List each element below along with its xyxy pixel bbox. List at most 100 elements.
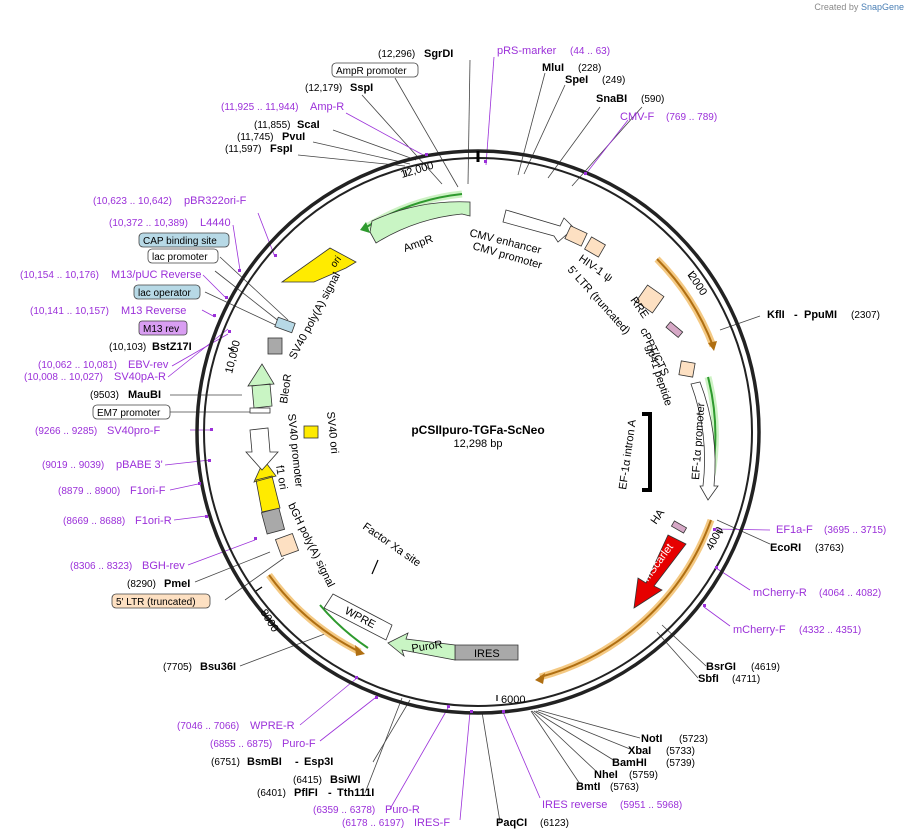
label-f1ori-f: F1ori-F xyxy=(130,485,166,497)
cppt-box xyxy=(665,321,684,339)
lac-operator-box xyxy=(133,284,201,300)
label-wpre-r: WPRE-R xyxy=(250,720,295,732)
label-bsu36i-pos: (7705) xyxy=(163,662,192,673)
em7-box xyxy=(249,407,271,414)
label-sgrdi-pos: (12,296) xyxy=(378,49,415,60)
feature-ires: IRES xyxy=(474,648,500,660)
label-sspi-pos: (12,179) xyxy=(305,83,342,94)
label-ppumi: PpuMI xyxy=(804,309,837,321)
bleor-arrow xyxy=(247,363,275,409)
label-pmei: PmeI xyxy=(164,578,190,590)
label-puro-f-range: (6855 .. 6875) xyxy=(210,739,272,750)
label-f1ori-r-range: (8669 .. 8688) xyxy=(63,516,125,527)
label-em7: EM7 promoter xyxy=(97,408,161,419)
label-maubi-pos: (9503) xyxy=(90,390,119,401)
label-paqci-pos: (6123) xyxy=(540,818,569,829)
plasmid-length: 12,298 bp xyxy=(454,438,503,450)
label-pbabe3-range: (9019 .. 9039) xyxy=(42,460,104,471)
tick-marks xyxy=(227,169,724,701)
label-puro-r-range: (6359 .. 6378) xyxy=(313,805,375,816)
puror-arrow xyxy=(387,632,456,661)
label-sv40pa-r-range: (10,008 .. 10,027) xyxy=(24,372,103,383)
label-maubi: MauBI xyxy=(128,389,161,401)
feature-sv40-polya: SV40 poly(A) signal xyxy=(287,270,343,361)
label-cap: CAP binding site xyxy=(143,236,217,247)
primer-lines xyxy=(164,56,771,821)
label-snabi: SnaBI xyxy=(596,93,627,105)
feature-ha: HA xyxy=(649,507,668,527)
label-pflfi: PflFI xyxy=(294,787,318,799)
tick-label-10000: 10,000 xyxy=(223,339,243,375)
label-puro-f: Puro-F xyxy=(282,738,316,750)
label-mcherry-f-range: (4332 .. 4351) xyxy=(799,625,861,636)
feature-ori: ori xyxy=(329,254,344,269)
label-ecori: EcoRI xyxy=(770,542,801,554)
ef1a-promoter-arrow xyxy=(690,381,719,501)
label-pvui-pos: (11,745) xyxy=(237,132,274,143)
ltr-inner-box xyxy=(584,236,606,258)
snapgene-brand: SnapGene xyxy=(860,2,904,12)
snapgene-credit: Created by SnapGene xyxy=(814,2,904,12)
ampr-promoter-box xyxy=(331,62,419,78)
label-snabi-pos: (590) xyxy=(641,94,664,105)
orange-arrows xyxy=(268,258,714,678)
label-sv40pro-f: SV40pro-F xyxy=(107,425,160,437)
label-bsrgi: BsrGI xyxy=(706,661,736,673)
label-bamhi-pos: (5739) xyxy=(666,758,695,769)
rre-box xyxy=(635,284,665,314)
m13-rev-box xyxy=(138,320,188,336)
label-wpre-r-range: (7046 .. 7066) xyxy=(177,721,239,732)
label-sv40pro-f-range: (9266 .. 9285) xyxy=(35,426,97,437)
factor-xa-line xyxy=(371,559,379,575)
label-sspi: SspI xyxy=(350,82,373,94)
feature-gp41: gp41 peptide xyxy=(643,343,674,407)
label-kfli-sep: - xyxy=(794,309,798,321)
label-pbabe3: pBABE 3' xyxy=(116,459,163,471)
label-mlui: MluI xyxy=(542,62,564,74)
label-m13-reverse-range: (10,141 .. 10,157) xyxy=(30,306,109,317)
label-cmv-f: CMV-F xyxy=(620,111,655,123)
label-l4440-range: (10,372 .. 10,389) xyxy=(109,218,188,229)
label-bstz17i: BstZ17I xyxy=(152,341,192,353)
label-fspi-pos: (11,597) xyxy=(225,144,262,155)
label-mcherry-f: mCherry-F xyxy=(733,624,786,636)
label-prs-marker-range: (44 .. 63) xyxy=(570,46,610,57)
label-mlui-pos: (228) xyxy=(578,63,601,74)
label-bamhi: BamHI xyxy=(612,757,647,769)
feature-factor-xa: Factor Xa site xyxy=(360,521,422,570)
label-scai-pos: (11,855) xyxy=(254,120,291,131)
label-xbai: XbaI xyxy=(628,745,651,757)
feature-ef1a-promoter: EF-1α promoter xyxy=(690,402,707,480)
sv40-polya-box xyxy=(267,337,283,355)
label-bsmbi: BsmBI xyxy=(247,756,282,768)
label-spei-pos: (249) xyxy=(602,75,625,86)
label-bstz17i-pos: (10,103) xyxy=(109,342,146,353)
label-prs-marker: pRS-marker xyxy=(497,45,557,57)
label-bsiwi-pos: (6415) xyxy=(293,775,322,786)
label-pflfi-sep: - xyxy=(328,787,332,799)
label-pvui: PvuI xyxy=(282,131,305,143)
label-fspi: FspI xyxy=(270,143,293,155)
label-bsu36i: Bsu36I xyxy=(200,661,236,673)
leader-lines xyxy=(170,59,771,823)
sv40-ori-box xyxy=(303,425,319,439)
label-amp-r-range: (11,925 .. 11,944) xyxy=(221,102,298,113)
ltr-left-box xyxy=(274,532,300,558)
sv40-promoter-arrow xyxy=(245,427,279,471)
label-sv40pa-r: SV40pA-R xyxy=(114,371,166,383)
label-esp3i: Esp3I xyxy=(304,756,333,768)
label-ebv-rev: EBV-rev xyxy=(128,359,169,371)
label-bsiwi: BsiWI xyxy=(330,774,361,786)
wpre-green-arc xyxy=(319,604,369,649)
label-ecori-pos: (3763) xyxy=(815,543,844,554)
label-bmti-pos: (5763) xyxy=(610,782,639,793)
mscarlet-arrow xyxy=(633,534,687,609)
arrow-heads xyxy=(355,341,717,684)
primer-markers xyxy=(198,153,718,713)
credit-prefix: Created by xyxy=(814,2,859,12)
gp41-box xyxy=(678,360,696,378)
label-spei: SpeI xyxy=(565,74,588,86)
bgh-box xyxy=(260,507,286,535)
label-kfli-pos: (2307) xyxy=(851,310,880,321)
cmv-enhancer-box xyxy=(502,209,575,243)
